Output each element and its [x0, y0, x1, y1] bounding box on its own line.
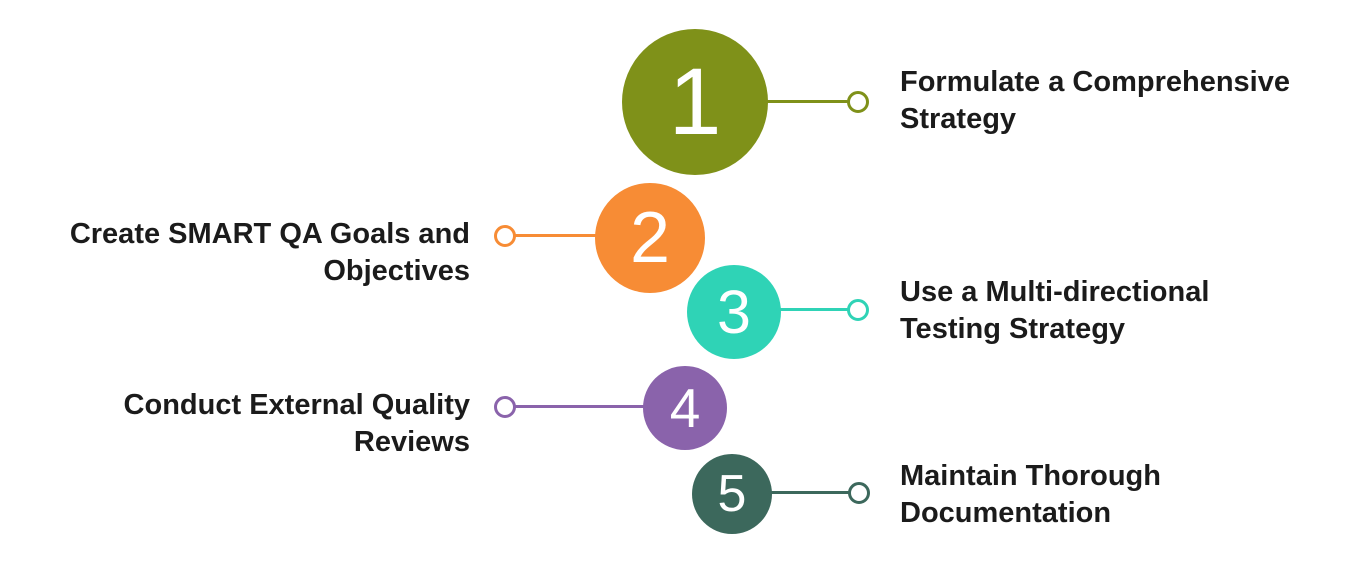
step-2-label: Create SMART QA Goals and Objectives: [69, 218, 470, 287]
step-2-connector-ring-icon: [494, 225, 516, 247]
step-5-number: 5: [717, 465, 747, 523]
step-5-circle: 5: [692, 454, 772, 534]
step-3-number: 3: [717, 278, 751, 346]
step-1-connector-line: [762, 100, 848, 103]
step-3-connector-ring-icon: [847, 299, 869, 321]
step-5-connector-ring-icon: [848, 482, 870, 504]
step-2-connector-line: [514, 234, 600, 237]
step-3-circle: 3: [687, 265, 781, 359]
step-4-connector-line: [514, 405, 648, 408]
step-4-connector-ring-icon: [494, 396, 516, 418]
step-2-circle: 2: [595, 183, 705, 293]
step-1-circle: 1: [622, 29, 768, 175]
step-1-label: Formulate a Comprehensive Strategy: [900, 66, 1290, 135]
step-1-connector-ring-icon: [847, 91, 869, 113]
step-3-connector-line: [776, 308, 850, 311]
step-4-circle: 4: [643, 366, 727, 450]
step-4-label: Conduct External Quality Reviews: [123, 389, 470, 458]
step-3-label: Use a Multi-directional Testing Strategy: [900, 276, 1210, 345]
step-2-number: 2: [629, 198, 671, 278]
step-1-number: 1: [668, 48, 722, 155]
step-5-connector-line: [768, 491, 850, 494]
step-5-label: Maintain Thorough Documentation: [900, 460, 1161, 529]
step-4-number: 4: [669, 377, 701, 439]
